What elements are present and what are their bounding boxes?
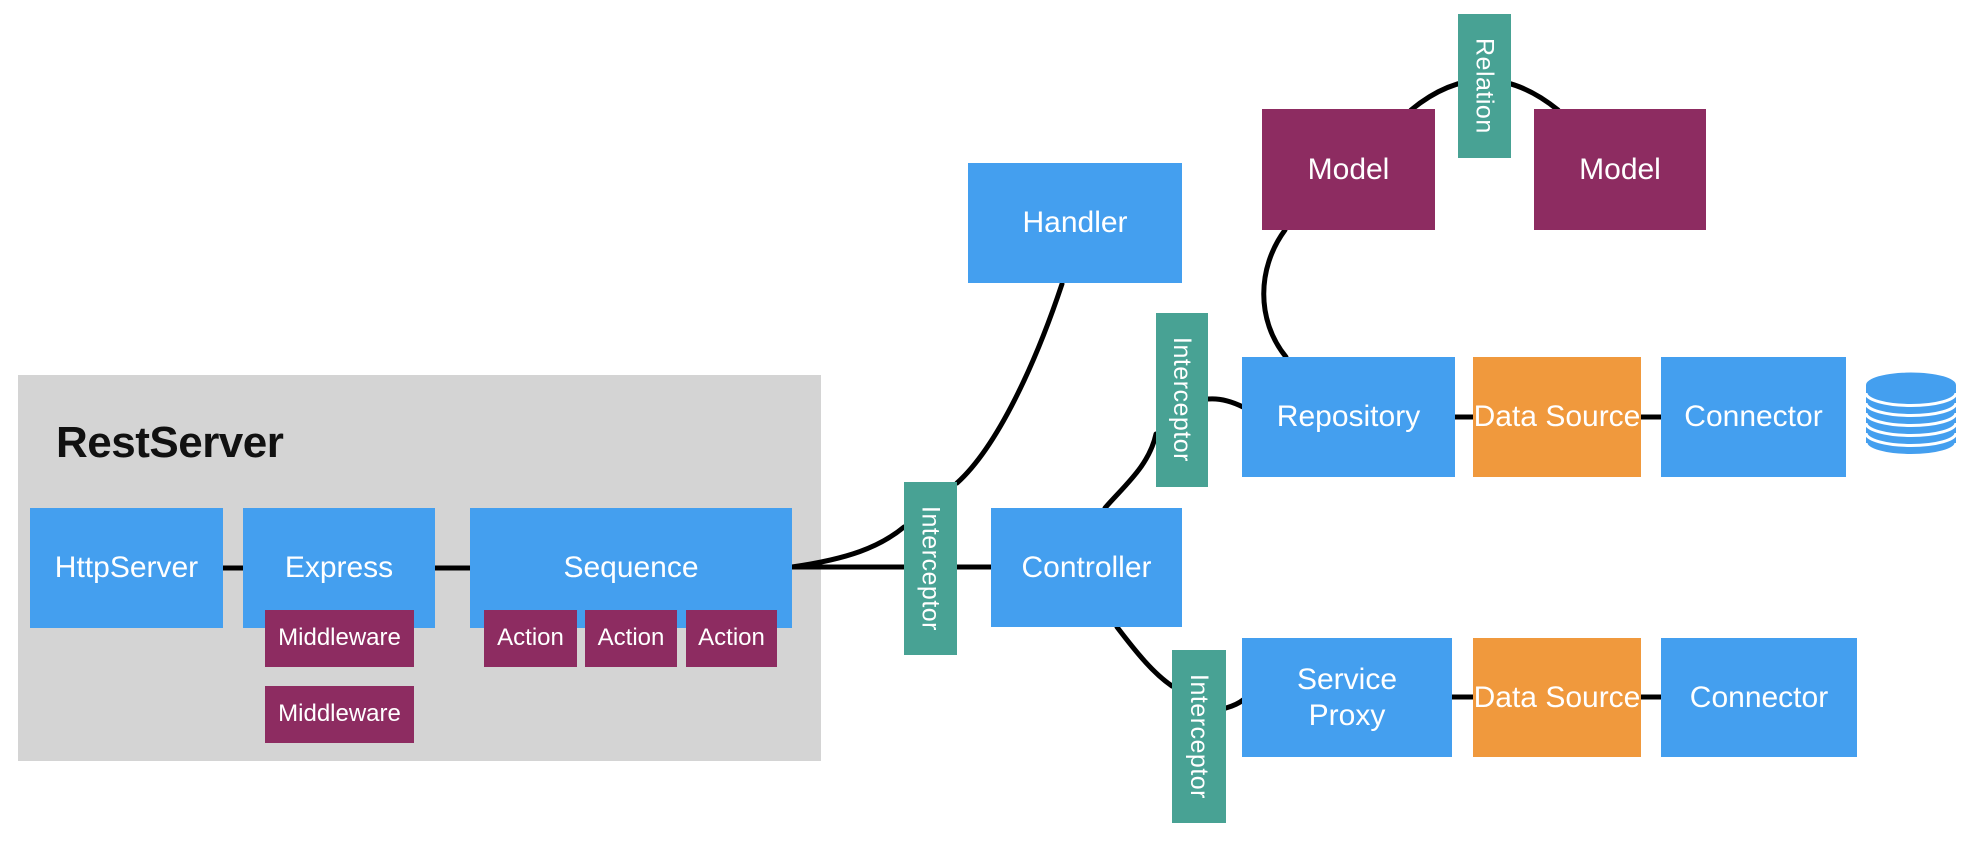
- box-httpserver: HttpServer: [30, 508, 223, 628]
- database-cylinder-icon: [1865, 372, 1957, 457]
- box-relation: Relation: [1458, 14, 1511, 158]
- box-middleware-1: Middleware: [265, 610, 414, 667]
- box-interceptor-middle-label: Interceptor: [916, 505, 945, 631]
- box-express: Express: [243, 508, 435, 628]
- box-model-right: Model: [1534, 109, 1706, 230]
- box-connector-top-label: Connector: [1684, 400, 1823, 433]
- box-model-right-label: Model: [1579, 152, 1661, 186]
- box-sequence-label: Sequence: [563, 551, 699, 584]
- edge-interceptor-handler: [954, 281, 1065, 486]
- box-interceptor-middle: Interceptor: [904, 482, 957, 655]
- edge-controller-interceptor-top: [1102, 431, 1159, 511]
- edge-model-repository: [1261, 227, 1289, 360]
- box-action-1: Action: [484, 610, 577, 667]
- box-repository-label: Repository: [1276, 400, 1421, 433]
- box-controller: Controller: [991, 508, 1182, 627]
- box-handler: Handler: [968, 163, 1182, 283]
- box-interceptor-bottom-label: Interceptor: [1185, 673, 1213, 799]
- box-connector-bottom: Connector: [1661, 638, 1857, 757]
- box-httpserver-label: HttpServer: [54, 551, 199, 584]
- box-datasource-bottom: Data Source: [1473, 638, 1641, 757]
- box-sequence: Sequence: [470, 508, 792, 628]
- edge-controller-interceptor-bottom: [1114, 624, 1175, 689]
- box-action-2: Action: [585, 610, 677, 667]
- box-connector-top: Connector: [1661, 357, 1846, 477]
- box-handler-label: Handler: [1022, 206, 1128, 239]
- box-express-label: Express: [284, 551, 394, 584]
- box-repository: Repository: [1242, 357, 1455, 477]
- box-model-left: Model: [1262, 109, 1435, 230]
- box-interceptor-top: Interceptor: [1156, 313, 1208, 487]
- edge-interceptor-repository: [1205, 396, 1246, 410]
- box-relation-label: Relation: [1470, 38, 1499, 134]
- box-serviceproxy: Service Proxy: [1242, 638, 1452, 757]
- edge-sequence-interceptor: [789, 524, 907, 570]
- edge-interceptor-serviceproxy: [1223, 697, 1246, 711]
- box-interceptor-top-label: Interceptor: [1168, 337, 1196, 463]
- box-middleware-1-label: Middleware: [278, 624, 401, 652]
- box-action-1-label: Action: [497, 624, 564, 652]
- box-middleware-2-label: Middleware: [278, 700, 401, 728]
- box-datasource-bottom-label: Data Source: [1473, 680, 1641, 714]
- box-controller-label: Controller: [1021, 550, 1152, 584]
- restserver-title: RestServer: [56, 418, 284, 467]
- box-action-3-label: Action: [698, 624, 765, 652]
- box-action-2-label: Action: [597, 624, 665, 652]
- box-middleware-2: Middleware: [265, 686, 414, 743]
- box-action-3: Action: [686, 610, 777, 667]
- box-datasource-top-label: Data Source: [1473, 400, 1641, 433]
- box-connector-bottom-label: Connector: [1689, 680, 1829, 714]
- box-model-left-label: Model: [1307, 152, 1390, 186]
- box-datasource-top: Data Source: [1473, 357, 1641, 477]
- box-interceptor-bottom: Interceptor: [1172, 650, 1226, 823]
- box-serviceproxy-label: Service Proxy: [1296, 662, 1398, 732]
